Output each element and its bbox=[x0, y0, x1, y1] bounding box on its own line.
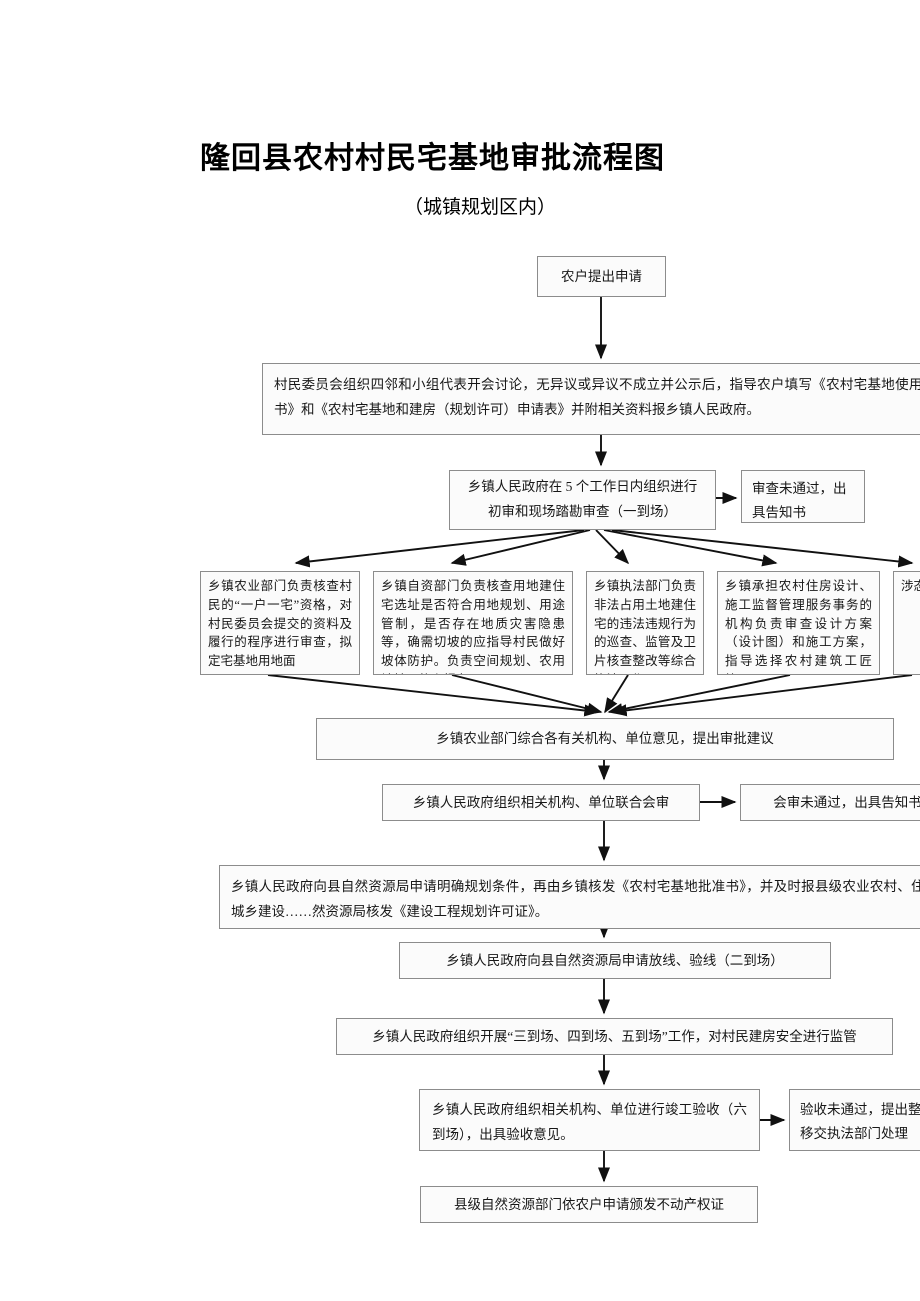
node-dept-enforcement: 乡镇执法部门负责非法占用土地建住宅的违法违规行为的巡查、监管及卫片核查整改等综合… bbox=[586, 571, 704, 675]
node-dept-other-clipped: 涉态等担各 bbox=[893, 571, 920, 675]
node-joint-review: 乡镇人民政府组织相关机构、单位联合会审 bbox=[382, 784, 700, 821]
node-dept-housing-construction: 乡镇承担农村住房设计、施工监督管理服务事务的机构负责审查设计方案（设计图）和施工… bbox=[717, 571, 880, 675]
node-dept-agriculture-label: 乡镇农业部门负责核查村民的“一户一宅”资格，对村民委员会提交的资料及履行的程序进… bbox=[208, 579, 352, 668]
edge-township-to-dept5 bbox=[611, 529, 914, 568]
node-line-setting-verification: 乡镇人民政府向县自然资源局申请放线、验线（二到场） bbox=[399, 942, 831, 979]
node-farmer-application-label: 农户提出申请 bbox=[561, 268, 642, 284]
node-acceptance-rejected-notice: 验收未通过，提出整改或移交执法部门处理 bbox=[789, 1089, 920, 1151]
node-township-initial-review: 乡镇人民政府在 5 个工作日内组织进行初审和现场踏勘审查（一到场） bbox=[449, 470, 716, 530]
node-property-certificate-label: 县级自然资源部门依农户申请颁发不动产权证 bbox=[454, 1196, 724, 1212]
node-property-certificate: 县级自然资源部门依农户申请颁发不动产权证 bbox=[420, 1186, 758, 1223]
node-dept-enforcement-label: 乡镇执法部门负责非法占用土地建住宅的违法违规行为的巡查、监管及卫片核查整改等综合… bbox=[594, 579, 696, 674]
node-village-committee-label: 村民委员会组织四邻和小组代表开会讨论，无异议或异议不成立并公示后，指导农户填写《… bbox=[274, 377, 920, 417]
edge-township-to-dept1 bbox=[294, 529, 585, 568]
node-dept-housing-construction-label: 乡镇承担农村住房设计、施工监督管理服务事务的机构负责审查设计方案（设计图）和施工… bbox=[725, 579, 872, 674]
page-title: 隆回县农村村民宅基地审批流程图 bbox=[200, 141, 665, 176]
node-review-rejected-notice: 审查未通过，出具告知书 bbox=[741, 470, 865, 523]
node-planning-condition-approval-label: 乡镇人民政府向县自然资源局申请明确规划条件，再由乡镇核发《农村宅基地批准书》，并… bbox=[231, 879, 920, 919]
node-construction-supervision: 乡镇人民政府组织开展“三到场、四到场、五到场”工作，对村民建房安全进行监管 bbox=[336, 1018, 893, 1055]
edge-township-to-dept4 bbox=[603, 529, 778, 567]
page-subtitle: （城镇规划区内） bbox=[403, 197, 556, 218]
node-village-committee: 村民委员会组织四邻和小组代表开会讨论，无异议或异议不成立并公示后，指导农户填写《… bbox=[262, 363, 920, 435]
edge-dept1-to-summary bbox=[267, 674, 600, 717]
node-joint-review-rejected-notice: 会审未通过，出具告知书 bbox=[740, 784, 920, 821]
node-acceptance-rejected-notice-label: 验收未通过，提出整改或移交执法部门处理 bbox=[800, 1102, 920, 1141]
node-dept-natural-resources-label: 乡镇自资部门负责核查用地建住宅选址是否符合用地规划、用途管制，是否存在地质灾害隐… bbox=[381, 579, 565, 674]
edge-dept5-to-summary bbox=[611, 674, 913, 717]
node-farmer-application: 农户提出申请 bbox=[537, 256, 666, 297]
node-agriculture-summary-opinion: 乡镇农业部门综合各有关机构、单位意见，提出审批建议 bbox=[316, 718, 894, 760]
node-agriculture-summary-opinion-label: 乡镇农业部门综合各有关机构、单位意见，提出审批建议 bbox=[436, 731, 774, 747]
node-completion-acceptance-label: 乡镇人民政府组织相关机构、单位进行竣工验收（六到场），出具验收意见。 bbox=[432, 1102, 747, 1142]
node-township-initial-review-label: 乡镇人民政府在 5 个工作日内组织进行初审和现场踏勘审查（一到场） bbox=[467, 479, 698, 519]
edge-township-to-dept2 bbox=[450, 529, 591, 566]
edge-township-to-dept3 bbox=[595, 529, 630, 565]
node-completion-acceptance: 乡镇人民政府组织相关机构、单位进行竣工验收（六到场），出具验收意见。 bbox=[419, 1089, 760, 1151]
edge-dept3-to-summary bbox=[604, 674, 629, 714]
node-construction-supervision-label: 乡镇人民政府组织开展“三到场、四到场、五到场”工作，对村民建房安全进行监管 bbox=[372, 1028, 857, 1044]
node-dept-other-clipped-label: 涉态等担各 bbox=[901, 579, 920, 593]
node-review-rejected-notice-label: 审查未通过，出具告知书 bbox=[752, 481, 847, 520]
node-planning-condition-approval: 乡镇人民政府向县自然资源局申请明确规划条件，再由乡镇核发《农村宅基地批准书》，并… bbox=[219, 865, 920, 929]
node-joint-review-label: 乡镇人民政府组织相关机构、单位联合会审 bbox=[412, 794, 670, 810]
node-dept-agriculture: 乡镇农业部门负责核查村民的“一户一宅”资格，对村民委员会提交的资料及履行的程序进… bbox=[200, 571, 360, 675]
node-joint-review-rejected-notice-label: 会审未通过，出具告知书 bbox=[773, 794, 920, 810]
node-line-setting-verification-label: 乡镇人民政府向县自然资源局申请放线、验线（二到场） bbox=[446, 952, 784, 968]
edge-dept2-to-summary bbox=[451, 674, 603, 715]
node-dept-natural-resources: 乡镇自资部门负责核查用地建住宅选址是否符合用地规划、用途管制，是否存在地质灾害隐… bbox=[373, 571, 573, 675]
edge-dept4-to-summary bbox=[607, 674, 791, 716]
